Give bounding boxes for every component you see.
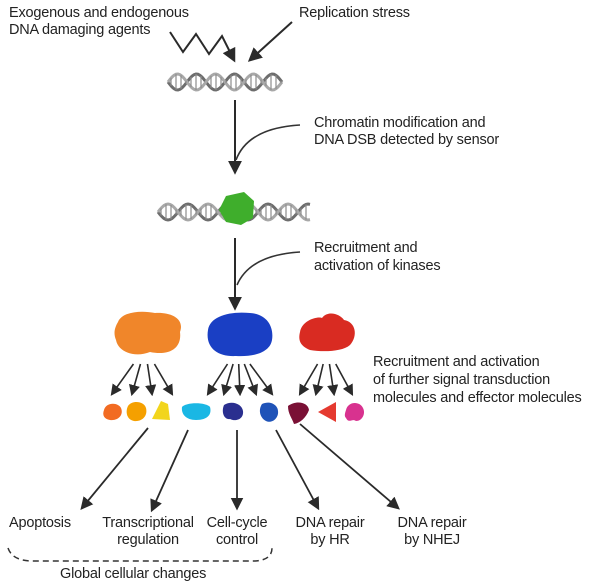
agents-label-line2: DNA damaging agents <box>9 22 151 38</box>
replication-stress-label: Replication stress <box>299 5 410 21</box>
fan-arrow <box>249 363 274 396</box>
kinases-label-line2: activation of kinases <box>314 258 441 274</box>
effector-molecule-icon <box>222 402 244 421</box>
effector-molecule-icon <box>259 402 279 422</box>
global-changes-label: Global cellular changes <box>60 566 207 582</box>
sensor-protein-icon <box>219 192 254 225</box>
kinase-right-icon <box>299 313 355 352</box>
outcome-cellcycle-line2: control <box>215 532 259 548</box>
fan-arrow <box>298 363 319 396</box>
effector-molecule-icon <box>288 402 309 424</box>
fan-arrow <box>145 363 157 397</box>
fan-arrow <box>327 363 339 397</box>
effectors-label-line1: Recruitment and activation <box>373 354 540 370</box>
outcome-cellcycle-line1: Cell-cycle <box>206 515 268 531</box>
fan-arrow <box>221 363 234 397</box>
effector-molecule-icon <box>126 402 147 422</box>
replication-stress-arrow <box>247 21 293 62</box>
fan-arrow <box>129 363 142 397</box>
kinase-middle-icon <box>207 312 273 357</box>
effectors-label-line2: of further signal transduction <box>373 372 550 388</box>
outcome-transcription-line1: Transcriptional <box>102 515 194 531</box>
effector-fan-arrows <box>110 363 354 397</box>
fan-arrow <box>312 363 324 397</box>
outcome-nhej-line1: DNA repair <box>397 515 467 531</box>
effector-molecules <box>103 401 365 424</box>
effectors-label-line3: molecules and effector molecules <box>373 390 582 406</box>
fan-arrow <box>153 363 174 396</box>
nhej-arrow <box>299 423 400 510</box>
outcome-nhej-line2: by NHEJ <box>404 532 460 548</box>
outcome-apoptosis: Apoptosis <box>9 515 71 531</box>
fan-arrow <box>206 363 229 396</box>
agents-label-line1: Exogenous and endogenous <box>9 5 189 21</box>
effector-molecule-icon <box>181 403 211 420</box>
fan-arrow <box>335 363 354 396</box>
sensor-label-line2: DNA DSB detected by sensor <box>314 132 500 148</box>
outcome-hr-line1: DNA repair <box>295 515 365 531</box>
effector-molecule-icon <box>318 402 336 422</box>
dna-helix-icon <box>166 72 284 92</box>
damage-zigzag-arrow <box>169 31 236 63</box>
fan-arrow <box>110 363 135 396</box>
sensor-curve <box>235 124 301 161</box>
global-changes-bracket <box>7 547 273 562</box>
outcome-hr-line2: by HR <box>310 532 350 548</box>
fan-arrow <box>234 363 246 397</box>
hr-arrow <box>275 429 320 511</box>
outcome-transcription-line2: regulation <box>117 532 179 548</box>
effector-molecule-icon <box>152 401 170 420</box>
sensor-label-line1: Chromatin modification and <box>314 115 486 131</box>
kinases-label-line1: Recruitment and <box>314 240 418 256</box>
effector-molecule-icon <box>344 402 365 421</box>
kinase-left-icon <box>114 311 181 355</box>
kinases-curve <box>236 251 301 286</box>
transcription-arrow <box>150 429 189 513</box>
fan-arrow <box>243 363 258 397</box>
effector-molecule-icon <box>103 403 122 421</box>
apoptosis-arrow <box>80 427 149 510</box>
